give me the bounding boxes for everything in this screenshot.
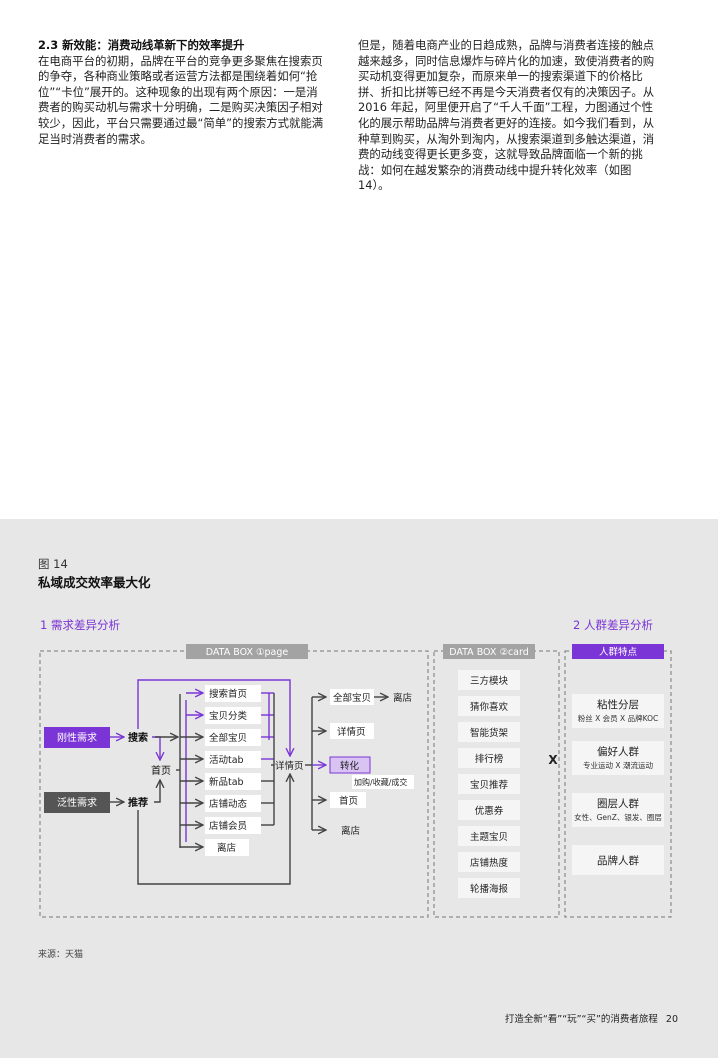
outcome-item: 首页 <box>339 795 358 807</box>
outcome-item: 详情页 <box>337 726 366 738</box>
audience-list: 粘性分层 粉丝 X 会员 X 品牌KOC 偏好人群 专业运动 X 潮流运动 圈层… <box>572 694 664 875</box>
audience-sub: 女性、GenZ、银发、圈层 <box>574 812 662 822</box>
page-item: 活动tab <box>209 754 244 766</box>
rigid-demand-label: 刚性需求 <box>57 731 97 744</box>
audience-name: 粘性分层 <box>597 698 639 711</box>
section-title: 2.3 新效能：消费动线革新下的效率提升 <box>38 38 245 52</box>
left-column: 2.3 新效能：消费动线革新下的效率提升 在电商平台的初期，品牌在平台的竞争更多… <box>38 38 324 147</box>
figure-label: 图 14 <box>38 557 68 571</box>
page-item: 离店 <box>217 842 236 854</box>
card-item: 优惠券 <box>475 805 504 817</box>
audience-name: 圈层人群 <box>597 797 639 810</box>
page-item: 店铺动态 <box>209 798 248 810</box>
data-box-page-label: DATA BOX ①page <box>206 647 289 658</box>
footer-title: 打造全新“看”“玩”“买”的消费者旅程 <box>504 1014 658 1025</box>
card-item: 三方模块 <box>470 675 509 687</box>
outcome-item: 全部宝贝 <box>333 692 371 704</box>
right-paragraph: 但是，随着电商产业的日趋成熟，品牌与消费者连接的触点越来越多，同时信息爆炸与碎片… <box>358 38 655 193</box>
section1-heading: 1 需求差异分析 <box>40 618 120 632</box>
loose-demand-label: 泛性需求 <box>57 796 97 809</box>
audience-name: 品牌人群 <box>597 854 639 867</box>
outcome-item: 转化 <box>340 760 360 772</box>
audience-box-label: 人群特点 <box>599 646 638 658</box>
conversion-node <box>329 756 371 774</box>
card-item: 猜你喜欢 <box>470 701 509 713</box>
entry-home: 首页 <box>151 764 171 777</box>
audience-name: 偏好人群 <box>597 745 639 758</box>
outcome-item: 离店 <box>341 825 360 837</box>
card-item: 主题宝贝 <box>470 831 508 843</box>
data-box-page <box>39 650 429 918</box>
page-item: 搜索首页 <box>209 688 247 700</box>
detail-page-node: 详情页 <box>275 760 304 772</box>
card-item: 宝贝推荐 <box>470 779 509 791</box>
card-list: 三方模块 猜你喜欢 智能货架 排行榜 宝贝推荐 优惠券 主题宝贝 店铺热度 轮播… <box>458 670 520 898</box>
loose-demand-node <box>44 792 110 813</box>
page-item: 新品tab <box>209 776 244 788</box>
card-item: 排行榜 <box>475 753 504 765</box>
figure-title: 私域成交效率最大化 <box>38 575 151 590</box>
section2-heading: 2 人群差异分析 <box>573 618 653 632</box>
times-symbol: X <box>548 753 558 767</box>
card-item: 店铺热度 <box>470 857 509 869</box>
page-number: 20 <box>665 1014 678 1025</box>
outcome-leave: 离店 <box>393 692 412 704</box>
page-item: 全部宝贝 <box>209 732 247 744</box>
audience-box <box>564 650 672 918</box>
card-item: 轮播海报 <box>470 883 509 895</box>
right-column: 但是，随着电商产业的日趋成熟，品牌与消费者连接的触点越来越多，同时信息爆炸与碎片… <box>358 38 658 194</box>
page-footer: 打造全新“看”“玩”“买”的消费者旅程 20 <box>497 1011 678 1025</box>
audience-sub: 专业运动 X 潮流运动 <box>583 760 653 770</box>
page-item: 店铺会员 <box>209 820 247 832</box>
card-item: 智能货架 <box>470 727 509 739</box>
entry-search: 搜索 <box>128 731 148 744</box>
data-box-card-label: DATA BOX ②card <box>449 647 529 658</box>
page-item: 宝贝分类 <box>209 710 248 722</box>
page-list: 搜索首页 宝贝分类 全部宝贝 活动tab 新品tab 店铺动态 店铺会员 离店 <box>180 685 274 856</box>
audience-sub: 粉丝 X 会员 X 品牌KOC <box>578 713 658 723</box>
conversion-note: 加购/收藏/成交 <box>354 777 407 787</box>
entry-recommend: 推荐 <box>128 796 148 809</box>
figure-source: 来源：天猫 <box>38 950 84 960</box>
rigid-demand-node <box>44 727 110 748</box>
left-paragraph: 在电商平台的初期，品牌在平台的竞争更多聚焦在搜索页的争夺，各种商业策略或者运营方… <box>38 53 324 146</box>
